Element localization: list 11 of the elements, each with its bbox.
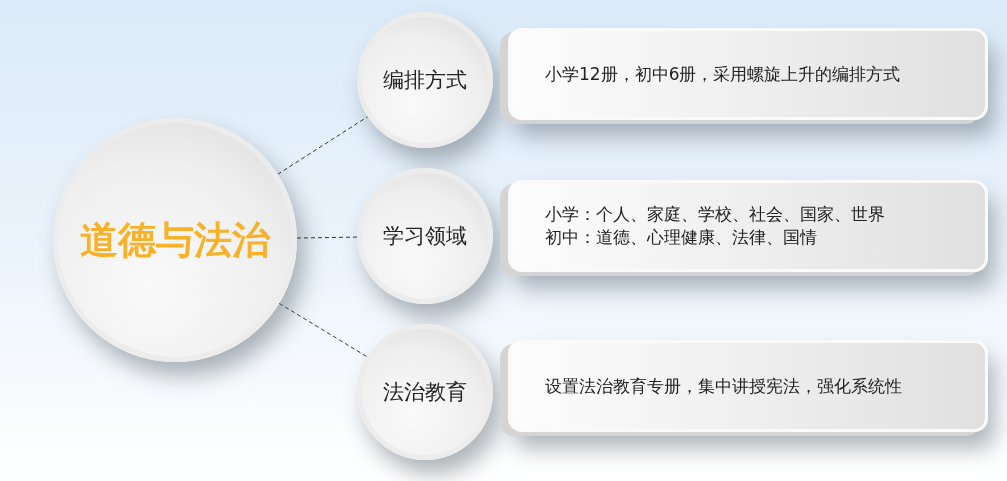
title-label: 道德与法治 [80, 216, 270, 264]
description-text: 小学：个人、家庭、学校、社会、国家、世界 [545, 203, 886, 226]
connector-line [296, 236, 358, 239]
description-text: 初中：道德、心理健康、法律、国情 [545, 226, 818, 249]
topic-label: 法治教育 [383, 379, 467, 406]
topic-label: 学习领域 [383, 223, 467, 250]
connector-line [278, 302, 368, 358]
connector-line [277, 116, 369, 175]
description-text: 小学12册，初中6册，采用螺旋上升的编排方式 [545, 62, 902, 86]
description-text: 设置法治教育专册，集中讲授宪法，强化系统性 [545, 374, 903, 398]
topic-label: 编排方式 [383, 67, 467, 94]
